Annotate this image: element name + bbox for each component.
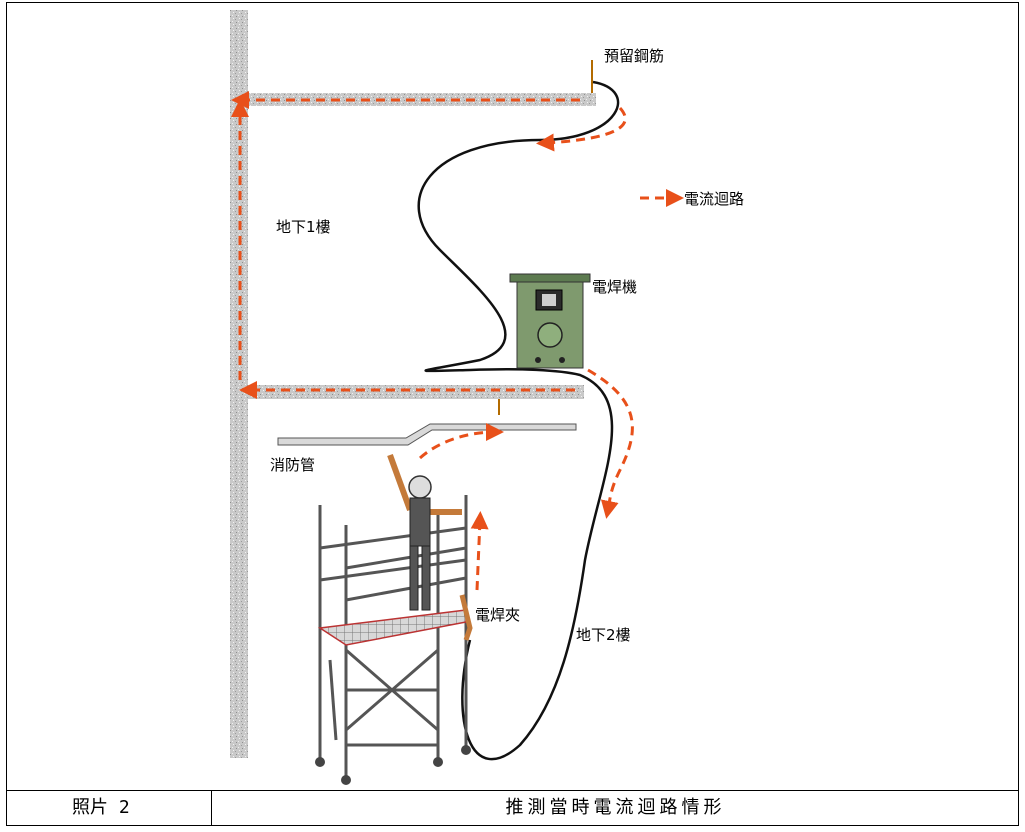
current-loop-legend-label: 電流迴路 (684, 190, 745, 208)
current-loop-diagram (230, 10, 684, 785)
b2-floor-label: 地下2樓 (576, 626, 631, 644)
welder-label: 電焊機 (592, 278, 638, 296)
figure-frame (6, 2, 1019, 826)
b2-ceiling-slab (248, 385, 584, 399)
clamp-label: 電焊夾 (475, 606, 521, 624)
caption-row: 照片 2 推測當時電流迴路情形 (6, 790, 1019, 826)
scaffold-deck (317, 609, 467, 646)
fire-pipe-label: 消防管 (270, 456, 316, 474)
welding-cable (417, 80, 620, 761)
rebar-label: 預留鋼筋 (604, 47, 665, 65)
scaffold-wheels (315, 745, 471, 785)
b1-floor-label: 地下1樓 (276, 218, 331, 236)
fire-pipe (277, 423, 577, 446)
concrete-structure (230, 10, 596, 758)
worker (387, 453, 473, 641)
caption-label: 照片 2 (6, 791, 212, 826)
caption-text: 推測當時電流迴路情形 (505, 797, 726, 818)
current-loop-arrows (231, 91, 634, 591)
welding-machine (509, 273, 591, 369)
